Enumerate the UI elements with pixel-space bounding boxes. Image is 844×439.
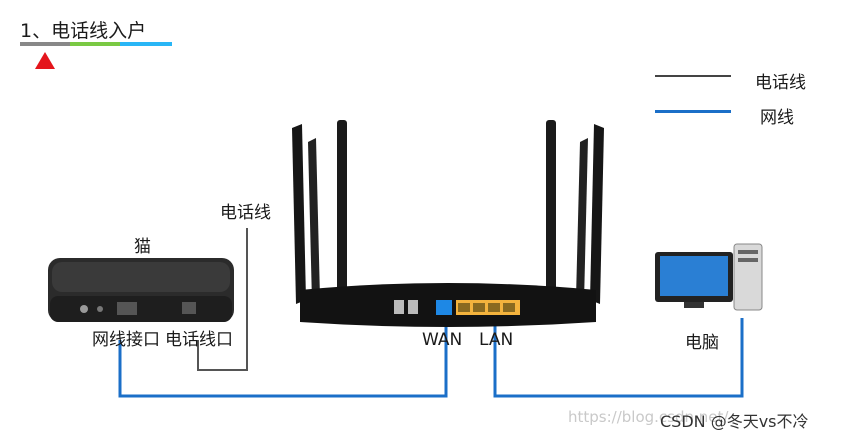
modem-phone-port-label: 电话线口	[165, 330, 233, 350]
computer-label: 电脑	[685, 333, 719, 353]
red-triangle-marker	[35, 52, 55, 69]
modem-label: 猫	[134, 237, 151, 257]
modem-device	[48, 258, 234, 322]
author-credit: CSDN @冬天vs不冷	[660, 412, 809, 431]
title-underline-green	[70, 42, 120, 46]
router-wan-label: WAN	[422, 330, 463, 350]
legend-network-line-label: 网线	[760, 108, 794, 128]
legend-network-line-swatch	[655, 110, 731, 113]
computer-device	[655, 243, 763, 311]
watermark-text: https://blog.csdn.net/	[568, 408, 729, 426]
legend-phone-line-label: 电话线	[755, 73, 806, 93]
router-lan-label: LAN	[479, 330, 514, 350]
section-title: 1、电话线入户	[20, 20, 147, 42]
modem-network-port-label: 网线接口	[92, 330, 160, 350]
network-cable-modem-wan	[118, 322, 448, 398]
phone-line-wire	[197, 228, 248, 371]
network-cable-lan-pc	[493, 318, 744, 398]
router-device	[292, 120, 604, 327]
phone-line-label: 电话线	[220, 203, 271, 223]
title-underline-grey	[20, 42, 70, 46]
title-underline-blue	[120, 42, 172, 46]
legend-phone-line-swatch	[655, 75, 731, 77]
